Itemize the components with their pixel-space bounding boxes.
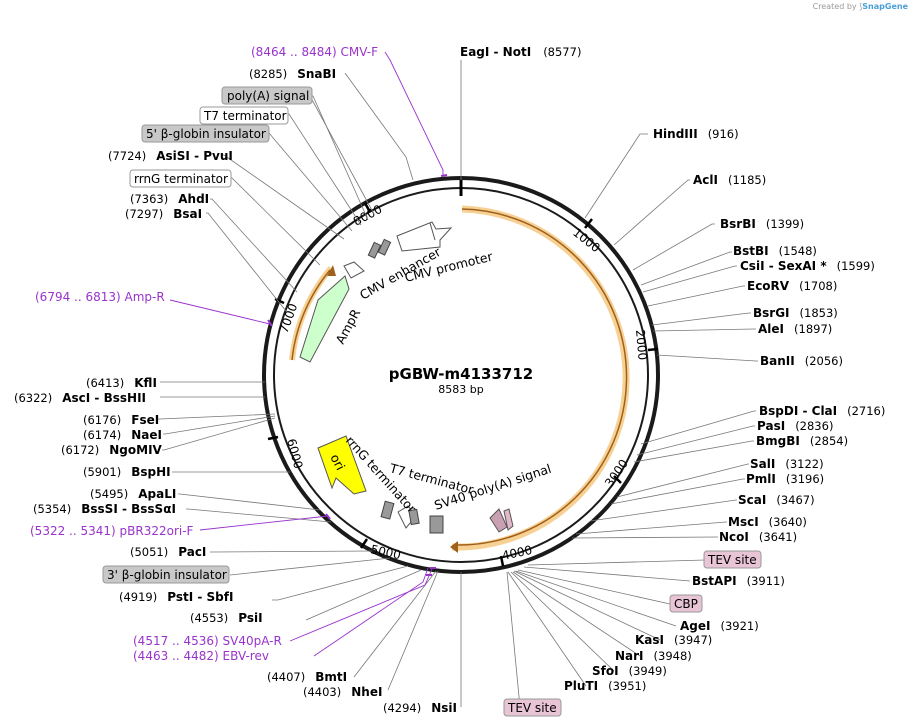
svg-text:CBP: CBP [674,597,698,611]
enzyme-label[interactable]: (5901)BspHI [83,465,171,479]
enzyme-label[interactable]: ScaI(3467) [738,493,815,507]
primer-markers [267,174,448,576]
enzyme-label[interactable]: (5051)PacI [130,545,206,559]
enzyme-label[interactable]: (4553)PsiI [190,611,263,625]
feature-box-5-globin-insulator[interactable]: 5' β-globin insulator [141,124,270,143]
enzyme-label[interactable]: PasI(2836) [757,419,833,433]
enzyme-label[interactable]: (6172)NgoMIV [61,443,163,457]
enzyme-label[interactable]: (7297)BsaI [125,207,202,221]
enzyme-label[interactable]: EcoRV(1708) [747,279,837,293]
tick-marks [267,202,659,567]
tick-label-1000: 1000 [570,225,603,255]
plasmid-name: pGBW-m4133712 [389,365,533,383]
svg-text:5' β-globin insulator: 5' β-globin insulator [146,127,266,141]
enzyme-label[interactable]: BmgBI(2854) [756,434,848,448]
enzyme-label[interactable]: PmlI(3196) [746,472,824,486]
svg-text:TEV site: TEV site [707,553,757,567]
ampr-arrowhead [327,265,336,276]
feature-box-t7-terminator[interactable]: T7 terminator [199,106,289,125]
rrng-terminator-block-top [377,238,392,256]
enzyme-label[interactable]: (8285)SnaBI [249,67,336,81]
enzyme-label[interactable]: AleI(1897) [758,322,832,336]
rrng-terminator-block [380,500,395,520]
enzyme-label[interactable]: NarI(3948) [615,649,692,663]
snapgene-credit: Created by ⟆SnapGene [813,2,908,11]
ampr-arc [291,269,331,361]
feature-box-tev-site-2[interactable]: TEV site [503,698,562,717]
primer-label-sv40pa-r[interactable]: (4517 .. 4536) SV40pA-R [133,634,282,648]
primer-label-cmv-f[interactable]: (8464 .. 8484) CMV-F [251,45,378,59]
primer-label-amp-r[interactable]: (6794 .. 6813) Amp-R [35,290,165,304]
primer-label-ebv-rev[interactable]: (4463 .. 4482) EBV-rev [133,649,269,663]
feature-box-tev-site-1[interactable]: TEV site [703,550,762,569]
credit-brand: SnapGene [862,2,908,11]
tick-label-2000: 2000 [633,329,650,361]
enzyme-label[interactable]: (5495)ApaLI [90,487,176,501]
enzyme-label[interactable]: KasI(3947) [635,633,712,647]
enzyme-label[interactable]: BstBI(1548) [733,244,817,258]
svg-text:TEV site: TEV site [507,701,557,715]
enzyme-label[interactable]: (4407)BmtI [267,670,347,684]
sv40-block [429,515,444,534]
enzyme-label[interactable]: PluTI(3951) [564,679,646,693]
enzyme-label[interactable]: (6322)AscI - BssHII [14,391,146,405]
enzyme-label[interactable]: BstAPI(3911) [692,574,785,588]
tick-label-5000: 5000 [369,542,402,562]
cmv-promoter-arrow [396,221,453,252]
enzyme-label[interactable]: AgeI(3921) [680,619,759,633]
enzyme-label[interactable]: SfoI(3949) [592,664,667,678]
enzyme-label[interactable]: BsrGI(1853) [753,306,838,320]
enzyme-label[interactable]: EagI - NotI(8577) [460,45,581,59]
enzyme-labels: EagI - NotI(8577) HindIII(916) AclI(1185… [14,45,885,715]
enzyme-label[interactable]: (7724)AsiSI - PvuI [108,149,233,163]
enzyme-label[interactable]: BsrBI(1399) [720,217,804,231]
enzyme-label[interactable]: (4403)NheI [303,685,382,699]
svg-text:3' β-globin insulator: 3' β-globin insulator [107,568,227,582]
enzyme-label[interactable]: (7363)AhdI [130,192,209,206]
ori-feature [317,435,367,495]
feature-box-3-globin-insulator[interactable]: 3' β-globin insulator [102,565,230,584]
svg-text:rrnG terminator: rrnG terminator [134,172,228,186]
credit-prefix: Created by [812,2,857,11]
leader-lines [158,60,758,708]
svg-text:T7 terminator: T7 terminator [203,109,287,123]
enzyme-label[interactable]: AclI(1185) [693,173,766,187]
tev-site-feature [503,508,514,531]
plasmid-length: 8583 bp [438,383,483,396]
terminator-block-2 [408,508,420,526]
map-label-ori: ori [327,451,348,472]
tick-label-4000: 4000 [501,543,534,563]
enzyme-label[interactable]: NcoI(3641) [719,530,797,544]
enzyme-label[interactable]: CsiI - SexAI *(1599) [740,259,875,273]
feature-box-cbp[interactable]: CBP [669,594,703,613]
enzyme-label[interactable]: (4919)PstI - SbfI [119,590,233,604]
primer-label-pbr322ori-f[interactable]: (5322 .. 5341) pBR322ori-F [30,524,194,538]
enzyme-label[interactable]: (6413)KflI [86,376,157,390]
map-label-cmv-promoter: CMV promoter [403,248,495,285]
enzyme-label[interactable]: MscI(3640) [728,515,807,529]
orf-arc [454,208,628,546]
enzyme-label[interactable]: HindIII(916) [653,127,739,141]
orf-arrowhead [450,541,458,553]
enzyme-label[interactable]: (6176)FseI [83,413,159,427]
feature-box-polya[interactable]: poly(A) signal [221,86,313,105]
enzyme-label[interactable]: (5354)BssSI - BssSαI [33,502,176,516]
enzyme-label[interactable]: BspDI - ClaI(2716) [759,404,885,418]
snapgene-logo-icon: ⟆ [859,2,863,11]
enzyme-label[interactable]: SalI(3122) [750,457,824,471]
enzyme-label[interactable]: BanII(2056) [760,354,843,368]
svg-text:poly(A) signal: poly(A) signal [227,89,309,103]
ampr-feature [299,275,350,363]
enzyme-label[interactable]: (6174)NaeI [83,428,162,442]
cmv-enhancer-arrow [343,261,365,279]
t7-terminator-block-top [367,241,382,259]
feature-box-rrng-terminator[interactable]: rrnG terminator [129,169,232,188]
enzyme-label[interactable]: (4294)NsiI [383,701,457,715]
